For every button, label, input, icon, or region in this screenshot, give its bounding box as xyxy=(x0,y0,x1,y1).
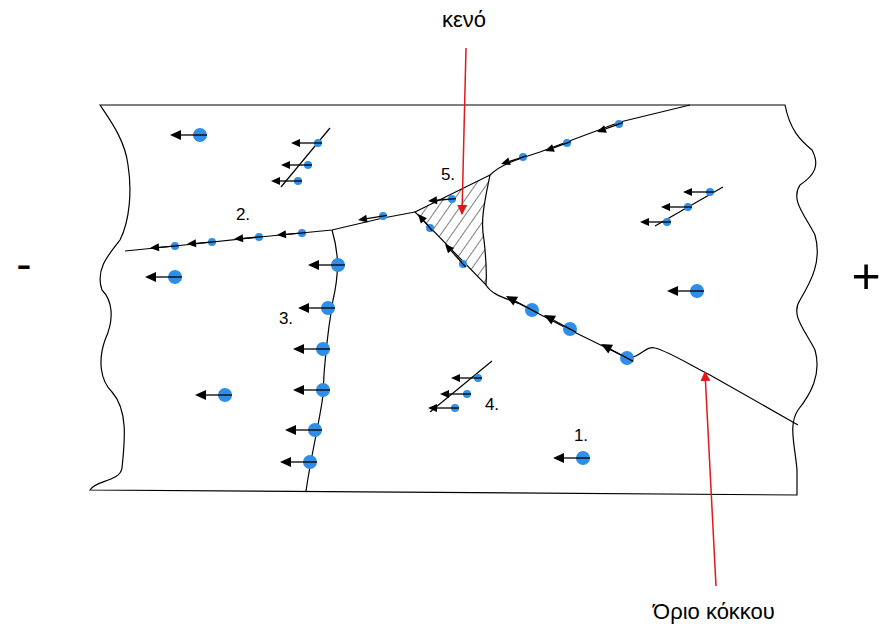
polarity-sign: + xyxy=(851,249,880,304)
migration-arrow xyxy=(309,307,335,308)
arrow-head xyxy=(506,296,518,306)
migration-arrow xyxy=(159,246,179,248)
migration-arrow xyxy=(181,134,207,135)
arrow-head xyxy=(545,144,555,152)
migration-arrow xyxy=(516,301,538,313)
arrow-head xyxy=(234,234,243,242)
migration-arrow xyxy=(692,191,714,192)
arrow-head xyxy=(428,404,437,412)
grain-boundary-label: Όριο κόκκου xyxy=(653,600,775,624)
void-label: κενό xyxy=(442,8,486,32)
migration-arrow xyxy=(649,221,671,222)
migration-arrow xyxy=(319,264,345,265)
migration-arrow xyxy=(296,429,322,430)
migration-arrow xyxy=(670,206,692,207)
polarity-sign: - xyxy=(16,239,31,290)
arrow-head xyxy=(145,272,156,282)
arrow-head xyxy=(661,203,670,211)
arrow-head xyxy=(640,218,649,226)
arrow-head xyxy=(187,239,196,247)
arrow-head xyxy=(293,385,304,395)
arrow-head xyxy=(308,260,319,270)
arrow-head xyxy=(358,215,368,223)
arrow-head xyxy=(271,177,280,185)
arrow-head xyxy=(440,390,449,398)
migration-arrow xyxy=(437,407,459,408)
migration-arrow xyxy=(300,142,322,143)
arrow-head xyxy=(428,196,437,204)
migration-arrow xyxy=(678,290,704,291)
callout-number: 3. xyxy=(279,310,293,329)
migration-arrow xyxy=(564,457,590,458)
arrow-head xyxy=(170,130,181,140)
grain-boundaries xyxy=(125,105,798,491)
migration-arrow xyxy=(611,349,633,361)
migration-arrow xyxy=(460,377,482,378)
migration-arrow xyxy=(553,142,570,148)
arrow-head xyxy=(293,344,304,354)
migration-arrow xyxy=(449,393,471,394)
migration-arrow xyxy=(554,320,576,332)
atom-arrows xyxy=(145,120,714,469)
arrow-head xyxy=(553,453,564,463)
callout-number: 1. xyxy=(574,427,588,446)
migration-arrow xyxy=(437,199,456,201)
migration-arrow xyxy=(304,348,330,349)
arrow-head xyxy=(544,315,556,325)
arrow-head xyxy=(451,374,460,382)
arrow-head xyxy=(280,457,291,467)
migration-arrow xyxy=(510,156,527,161)
migration-arrow xyxy=(290,164,312,165)
arrow-head xyxy=(418,214,427,223)
arrow-head xyxy=(195,390,206,400)
migration-arrow xyxy=(367,215,387,218)
callout-number: 4. xyxy=(485,396,499,415)
arrow-head xyxy=(601,344,613,354)
arrow-head xyxy=(277,230,286,238)
migration-arrow xyxy=(286,233,306,235)
migration-arrow xyxy=(291,461,317,462)
migration-arrow xyxy=(206,394,232,395)
leader-line xyxy=(462,48,466,214)
migration-arrow xyxy=(196,242,216,244)
migration-arrow xyxy=(243,237,263,239)
arrow-head xyxy=(291,139,300,147)
callout-number: 2. xyxy=(236,206,250,225)
callout-number: 5. xyxy=(441,166,455,185)
arrow-head xyxy=(298,303,309,313)
migration-arrow xyxy=(451,251,466,267)
migration-arrow xyxy=(424,221,433,231)
arrow-head xyxy=(683,188,692,196)
migration-arrow xyxy=(280,180,302,181)
arrow-head xyxy=(597,125,607,133)
arrow-head xyxy=(667,286,678,296)
void xyxy=(415,175,490,285)
arrow-head xyxy=(285,425,296,435)
leader-line xyxy=(705,372,716,586)
arrow-head xyxy=(150,243,159,251)
migration-arrow xyxy=(156,276,182,277)
migration-arrow xyxy=(304,389,330,390)
arrow-head xyxy=(501,157,511,165)
arrow-head xyxy=(281,161,290,169)
arrow-head xyxy=(445,244,454,253)
migration-arrow xyxy=(605,123,622,129)
